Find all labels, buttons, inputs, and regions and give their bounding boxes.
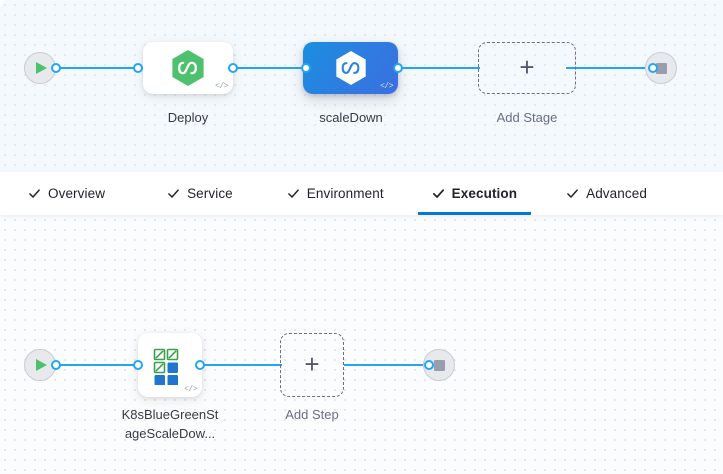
- port-step-in[interactable]: [133, 360, 143, 370]
- execution-start-node[interactable]: [24, 349, 56, 381]
- tab-execution-label: Execution: [451, 186, 518, 201]
- code-badge-icon: </>: [380, 82, 393, 91]
- check-icon: [28, 187, 41, 200]
- k8s-bluegreen-scaledown-icon: [150, 345, 190, 385]
- edge-step-to-addstep: [200, 364, 282, 366]
- stage-node-scaledown[interactable]: </>: [303, 42, 398, 94]
- stage-node-deploy[interactable]: </>: [143, 42, 233, 94]
- port-exec-end-in[interactable]: [424, 360, 434, 370]
- step-label-line2: ageScaleDow...: [124, 426, 216, 441]
- plus-icon: +: [304, 349, 320, 379]
- code-badge-icon: </>: [215, 82, 228, 91]
- harness-hexagon-icon: [335, 50, 367, 86]
- edge-addstep-to-end: [344, 364, 428, 366]
- port-step-out[interactable]: [195, 360, 205, 370]
- stop-icon: [655, 62, 667, 74]
- stage-graph-row: </> Deploy </> scaleDown: [0, 0, 723, 172]
- port-scaledown-in[interactable]: [301, 63, 311, 73]
- tab-overview-label: Overview: [48, 186, 106, 201]
- edge-addstage-to-end: [566, 67, 654, 69]
- add-step-button[interactable]: +: [280, 333, 344, 397]
- code-badge-icon: </>: [184, 385, 197, 394]
- execution-graph-row: </> K8sBlueGreenSt ageScaleDow... + Add …: [0, 215, 723, 474]
- stage-label-scaledown: scaleDown: [319, 110, 383, 125]
- check-icon: [287, 187, 300, 200]
- play-icon: [36, 62, 47, 74]
- tab-service[interactable]: Service: [167, 172, 233, 215]
- tab-advanced[interactable]: Advanced: [566, 172, 647, 215]
- tab-environment-label: Environment: [306, 186, 384, 201]
- stage-config-tabbar: Overview Service Environment: [0, 172, 723, 215]
- execution-graph-canvas[interactable]: </> K8sBlueGreenSt ageScaleDow... + Add …: [0, 215, 723, 474]
- add-step-label: Add Step: [285, 407, 339, 422]
- port-deploy-out[interactable]: [228, 63, 238, 73]
- port-start-out[interactable]: [51, 63, 61, 73]
- play-icon: [36, 359, 47, 371]
- check-icon: [566, 187, 579, 200]
- step-label-k8s: K8sBlueGreenSt ageScaleDow...: [100, 405, 240, 443]
- add-stage-label: Add Stage: [496, 110, 558, 125]
- edge-deploy-to-scaledown: [222, 67, 310, 69]
- stage-label-deploy: Deploy: [167, 110, 209, 125]
- port-exec-start-out[interactable]: [51, 360, 61, 370]
- port-deploy-in[interactable]: [133, 63, 143, 73]
- step-label-line1: K8sBlueGreenSt: [121, 407, 219, 422]
- tab-environment[interactable]: Environment: [287, 172, 384, 215]
- edge-start-to-deploy: [55, 67, 143, 69]
- step-node-k8s-bluegreen-stage-scaledown[interactable]: </>: [138, 333, 202, 397]
- tab-service-label: Service: [187, 186, 233, 201]
- edge-start-to-step: [55, 364, 143, 366]
- stage-start-node[interactable]: [24, 52, 56, 84]
- tab-execution[interactable]: Execution: [417, 172, 532, 215]
- port-end-in[interactable]: [648, 63, 658, 73]
- tab-overview[interactable]: Overview: [28, 172, 105, 215]
- port-scaledown-out[interactable]: [393, 63, 403, 73]
- tab-advanced-label: Advanced: [586, 186, 647, 201]
- harness-hexagon-icon: [171, 49, 205, 87]
- edge-scaledown-to-addstage: [392, 67, 480, 69]
- stage-graph-canvas[interactable]: </> Deploy </> scaleDown: [0, 0, 723, 172]
- check-icon: [167, 187, 180, 200]
- check-icon: [432, 187, 445, 200]
- add-stage-button[interactable]: +: [478, 42, 576, 94]
- plus-icon: +: [519, 52, 535, 82]
- stop-icon: [433, 359, 445, 371]
